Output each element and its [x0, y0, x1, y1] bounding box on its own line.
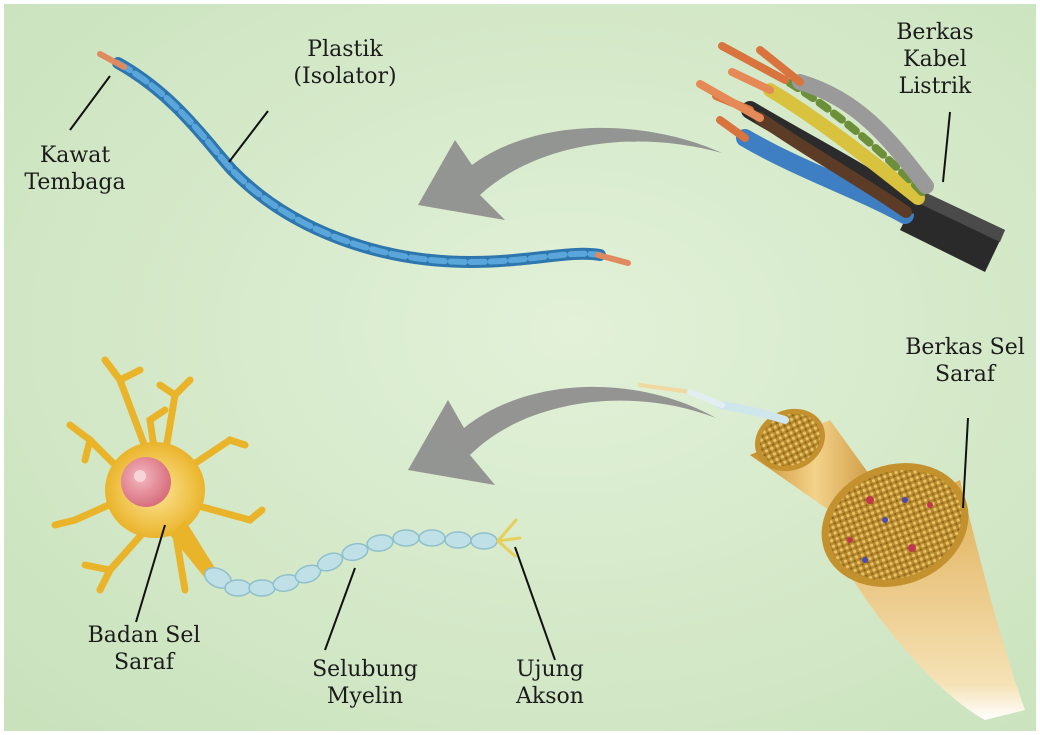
label-berkas-kabel-listrik: Berkas Kabel Listrik: [880, 19, 990, 100]
label-berkas-sel-saraf: Berkas Sel Saraf: [890, 334, 1040, 388]
label-kawat-line2: Tembaga: [20, 169, 130, 196]
label-berkas-sel-line2: Saraf: [890, 361, 1040, 388]
label-kawat-line1: Kawat: [20, 142, 130, 169]
label-badan-sel-line2: Saraf: [74, 649, 214, 676]
label-plastik-isolator: Plastik (Isolator): [270, 36, 420, 90]
label-selubung-line2: Myelin: [295, 683, 435, 710]
label-plastik-line1: Plastik: [270, 36, 420, 63]
label-kawat-tembaga: Kawat Tembaga: [20, 142, 130, 196]
label-berkas-sel-line1: Berkas Sel: [890, 334, 1040, 361]
label-berkas-kabel-line1: Berkas: [880, 19, 990, 46]
label-plastik-line2: (Isolator): [270, 63, 420, 90]
label-ujung-line1: Ujung: [495, 656, 605, 683]
label-selubung-myelin: Selubung Myelin: [295, 656, 435, 710]
label-badan-sel-saraf: Badan Sel Saraf: [74, 622, 214, 676]
label-berkas-kabel-line2: Kabel: [880, 46, 990, 73]
label-badan-sel-line1: Badan Sel: [74, 622, 214, 649]
label-ujung-line2: Akson: [495, 683, 605, 710]
label-selubung-line1: Selubung: [295, 656, 435, 683]
label-berkas-kabel-line3: Listrik: [880, 73, 990, 100]
label-ujung-akson: Ujung Akson: [495, 656, 605, 710]
